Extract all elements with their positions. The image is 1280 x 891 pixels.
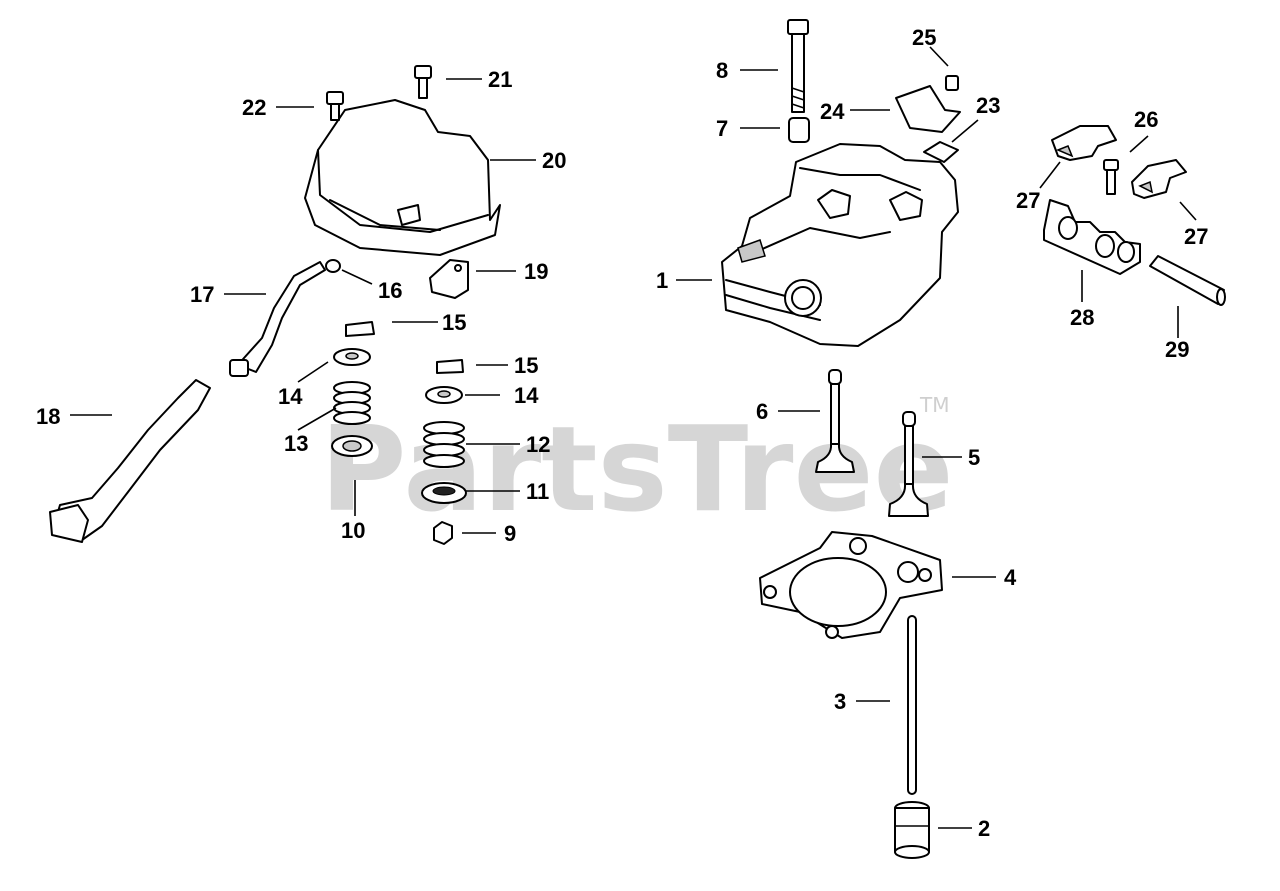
bolt-26-part[interactable] (1103, 159, 1119, 195)
callout-12[interactable]: 12 (526, 432, 550, 457)
callout-4[interactable]: 4 (1004, 565, 1017, 590)
callout-8[interactable]: 8 (716, 58, 728, 83)
callout-15a[interactable]: 15 (442, 310, 466, 335)
nut-9-part[interactable] (433, 521, 453, 545)
spring-13-part[interactable] (333, 381, 371, 425)
plate-23-part[interactable] (923, 141, 959, 163)
bolt-22-part[interactable] (326, 91, 344, 121)
callout-28[interactable]: 28 (1070, 305, 1094, 330)
retainer-14a-part[interactable] (333, 348, 371, 366)
callout-22[interactable]: 22 (242, 95, 266, 120)
callout-27a[interactable]: 27 (1016, 188, 1040, 213)
head-gasket-4-part[interactable] (759, 531, 943, 639)
callout-27b[interactable]: 27 (1184, 224, 1208, 249)
watermark-tm: TM (919, 393, 949, 417)
valve-5-part[interactable] (888, 411, 929, 517)
clamp-16-part[interactable] (325, 259, 341, 273)
tappet-2-part[interactable] (894, 801, 930, 859)
bracket-19-part[interactable] (429, 259, 469, 299)
callout-2[interactable]: 2 (978, 816, 990, 841)
keeper-15b-part[interactable] (436, 359, 464, 374)
callout-17[interactable]: 17 (190, 282, 214, 307)
callout-7[interactable]: 7 (716, 116, 728, 141)
push-rod-3-part[interactable] (907, 615, 917, 795)
callout-23[interactable]: 23 (976, 93, 1000, 118)
callout-6[interactable]: 6 (756, 399, 768, 424)
head-bolt-8-part[interactable] (787, 19, 809, 113)
spacer-7-part[interactable] (788, 117, 810, 143)
shield-24-part[interactable] (895, 85, 961, 133)
rocker-bracket-28-part[interactable] (1043, 199, 1141, 275)
callout-labels: 1 2 3 4 5 6 7 8 9 10 11 12 13 14 14 15 1… (36, 25, 1208, 841)
callout-16[interactable]: 16 (378, 278, 402, 303)
callout-21[interactable]: 21 (488, 67, 512, 92)
breather-hose-17-part[interactable] (229, 261, 326, 377)
retainer-14b-part[interactable] (425, 386, 463, 404)
callout-3[interactable]: 3 (834, 689, 846, 714)
callout-5[interactable]: 5 (968, 445, 980, 470)
valve-cover-part[interactable] (304, 99, 501, 256)
spring-12-part[interactable] (423, 421, 465, 468)
callout-29[interactable]: 29 (1165, 337, 1189, 362)
callout-14a[interactable]: 14 (278, 384, 303, 409)
rocker-arm-27b-part[interactable] (1131, 159, 1187, 199)
callout-18[interactable]: 18 (36, 404, 60, 429)
keeper-15a-part[interactable] (345, 321, 375, 337)
cylinder-head-1-part[interactable] (721, 143, 959, 347)
screw-25-part[interactable] (945, 75, 959, 91)
callout-10[interactable]: 10 (341, 518, 365, 543)
callout-19[interactable]: 19 (524, 259, 548, 284)
callout-24[interactable]: 24 (820, 99, 845, 124)
callout-25[interactable]: 25 (912, 25, 936, 50)
rotator-11-part[interactable] (421, 482, 467, 504)
callout-9[interactable]: 9 (504, 521, 516, 546)
callout-26[interactable]: 26 (1134, 107, 1158, 132)
valve-6-part[interactable] (815, 369, 855, 473)
callout-13[interactable]: 13 (284, 431, 308, 456)
seal-10-part[interactable] (331, 435, 373, 457)
callout-15b[interactable]: 15 (514, 353, 538, 378)
callout-1[interactable]: 1 (656, 268, 668, 293)
bolt-21-part[interactable] (414, 65, 432, 99)
leader-lines (70, 46, 1197, 829)
callout-11[interactable]: 11 (526, 479, 549, 504)
rocker-arm-27a-part[interactable] (1051, 125, 1117, 161)
callout-14b[interactable]: 14 (514, 383, 539, 408)
callout-20[interactable]: 20 (542, 148, 566, 173)
rocker-shaft-29-part[interactable] (1149, 255, 1226, 306)
tube-18-part[interactable] (49, 379, 211, 543)
watermark: PartsTree (320, 400, 954, 538)
